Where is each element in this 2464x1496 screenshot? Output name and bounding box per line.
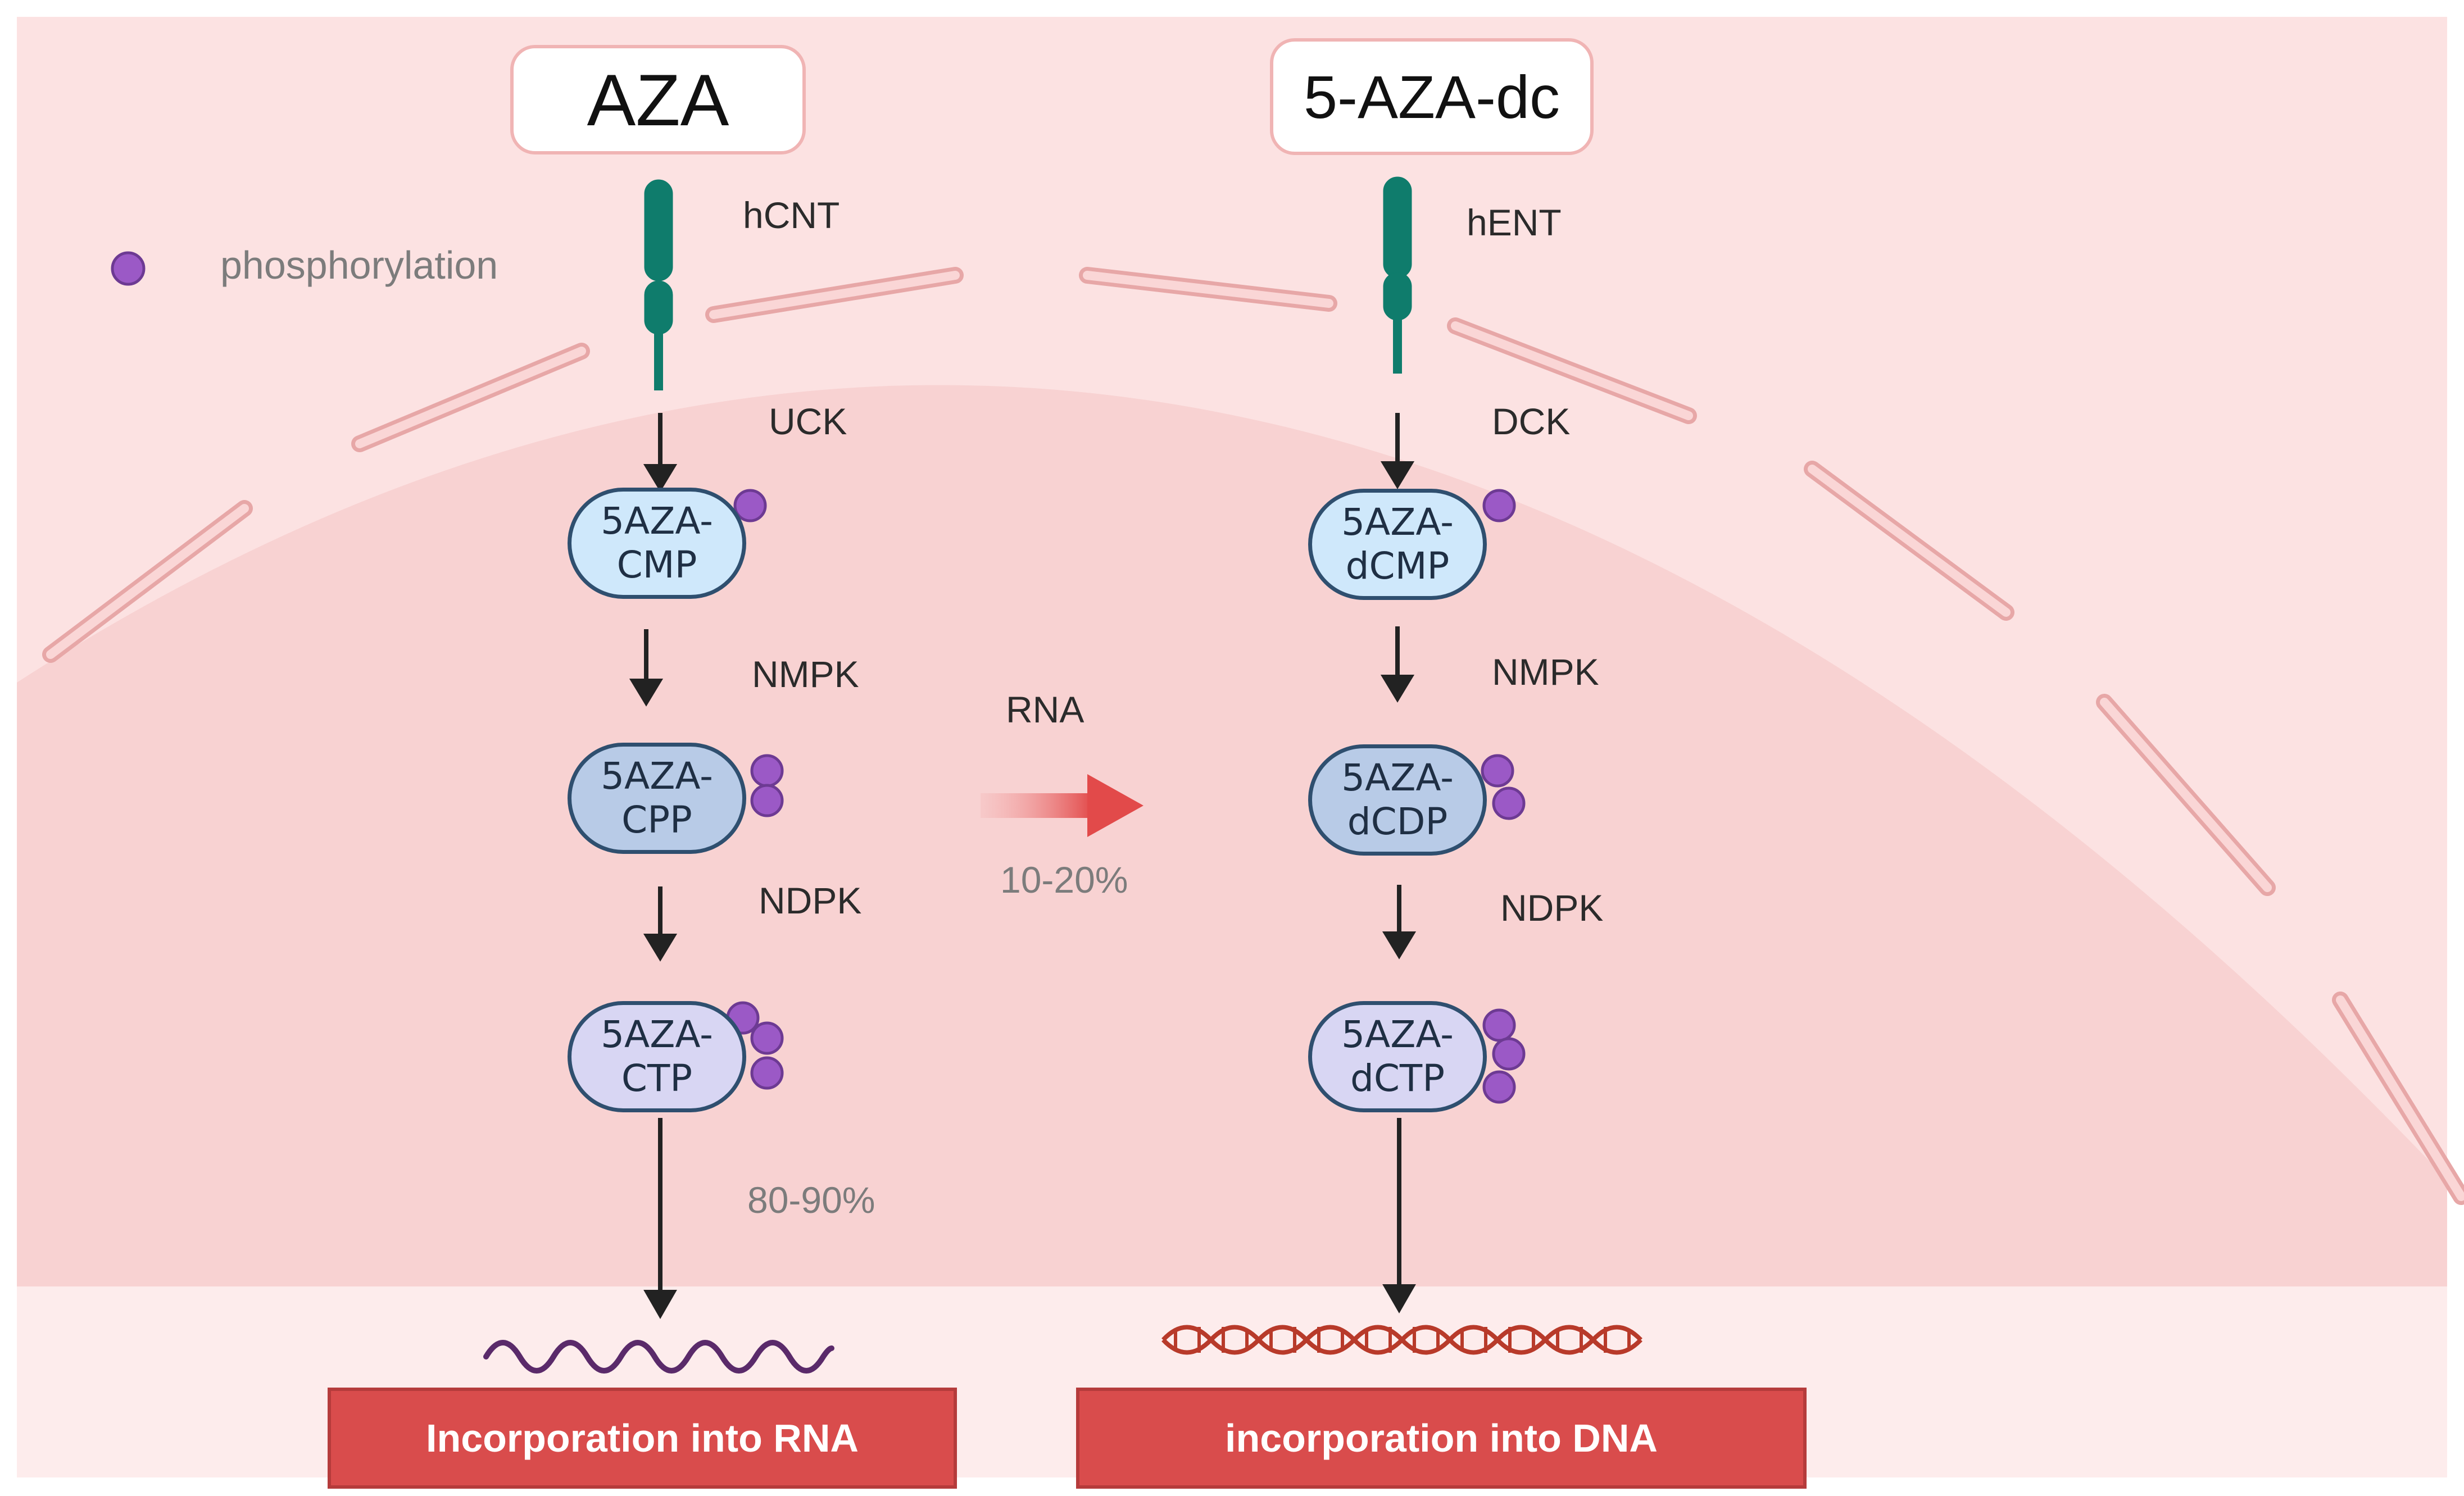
phosphate-groups bbox=[111, 251, 1526, 1104]
metabolite-5aza-dcmp: 5AZA- dCMP bbox=[1308, 489, 1487, 600]
enzyme-label-ndpk: NDPK bbox=[759, 880, 862, 921]
drug-box-aza: AZA bbox=[510, 45, 806, 154]
enzyme-label-dck: DCK bbox=[1492, 401, 1571, 442]
phosphate-icon bbox=[1481, 754, 1514, 788]
rna-strand-icon bbox=[483, 1340, 834, 1374]
nuclear-membrane-inner bbox=[46, 271, 2464, 1201]
conversion-label: RNA bbox=[1006, 689, 1084, 730]
legend-label: phosphorylation bbox=[220, 243, 498, 287]
phosphate-icon bbox=[1492, 1037, 1526, 1071]
drug-name: AZA bbox=[587, 58, 729, 141]
phosphate-icon bbox=[750, 1056, 784, 1090]
phosphate-icon bbox=[1482, 489, 1516, 522]
metabolite-5aza-dctp: 5AZA- dCTP bbox=[1308, 1001, 1487, 1112]
metabolite-5aza-ctp: 5AZA- CTP bbox=[568, 1001, 746, 1112]
output-label: Incorporation into RNA bbox=[426, 1416, 859, 1460]
rna-percent: 80-90% bbox=[747, 1179, 875, 1221]
hent-transporter-icon bbox=[1383, 176, 1412, 374]
dna-helix-icon bbox=[1161, 1325, 1642, 1355]
phosphate-icon bbox=[750, 784, 784, 817]
output-label: incorporation into DNA bbox=[1225, 1416, 1658, 1460]
metabolite-5aza-dcdp: 5AZA- dCDP bbox=[1308, 744, 1487, 856]
metabolite-5aza-cmp: 5AZA- CMP bbox=[568, 488, 746, 599]
enzyme-label-nmpk: NMPK bbox=[752, 653, 859, 695]
phosphate-icon bbox=[1482, 1070, 1516, 1104]
phosphate-icon bbox=[733, 489, 767, 522]
hcnt-transporter-icon bbox=[644, 179, 673, 390]
pathway-arrows bbox=[629, 413, 1417, 1320]
phosphate-icon bbox=[750, 1021, 784, 1055]
conversion-percent: 10-20% bbox=[1000, 859, 1128, 901]
legend-phosphate-icon bbox=[111, 251, 146, 286]
enzyme-label-uck: UCK bbox=[769, 401, 847, 442]
conversion-arrow-icon bbox=[981, 774, 1143, 837]
phosphate-icon bbox=[1482, 1008, 1516, 1042]
drug-name: 5-AZA-dc bbox=[1303, 62, 1560, 131]
enzyme-label-ndpk: NDPK bbox=[1500, 887, 1604, 929]
output-box-rna: Incorporation into RNA bbox=[328, 1388, 957, 1489]
enzyme-label-nmpk: NMPK bbox=[1492, 651, 1599, 693]
transporter-label-hent: hENT bbox=[1467, 202, 1562, 243]
output-box-dna: incorporation into DNA bbox=[1076, 1388, 1807, 1489]
transporter-label-hcnt: hCNT bbox=[743, 194, 840, 236]
phosphate-icon bbox=[1492, 786, 1526, 820]
phosphate-icon bbox=[750, 754, 784, 788]
metabolite-5aza-cpp: 5AZA- CPP bbox=[568, 743, 746, 854]
drug-box-5-aza-dc: 5-AZA-dc bbox=[1270, 38, 1594, 155]
